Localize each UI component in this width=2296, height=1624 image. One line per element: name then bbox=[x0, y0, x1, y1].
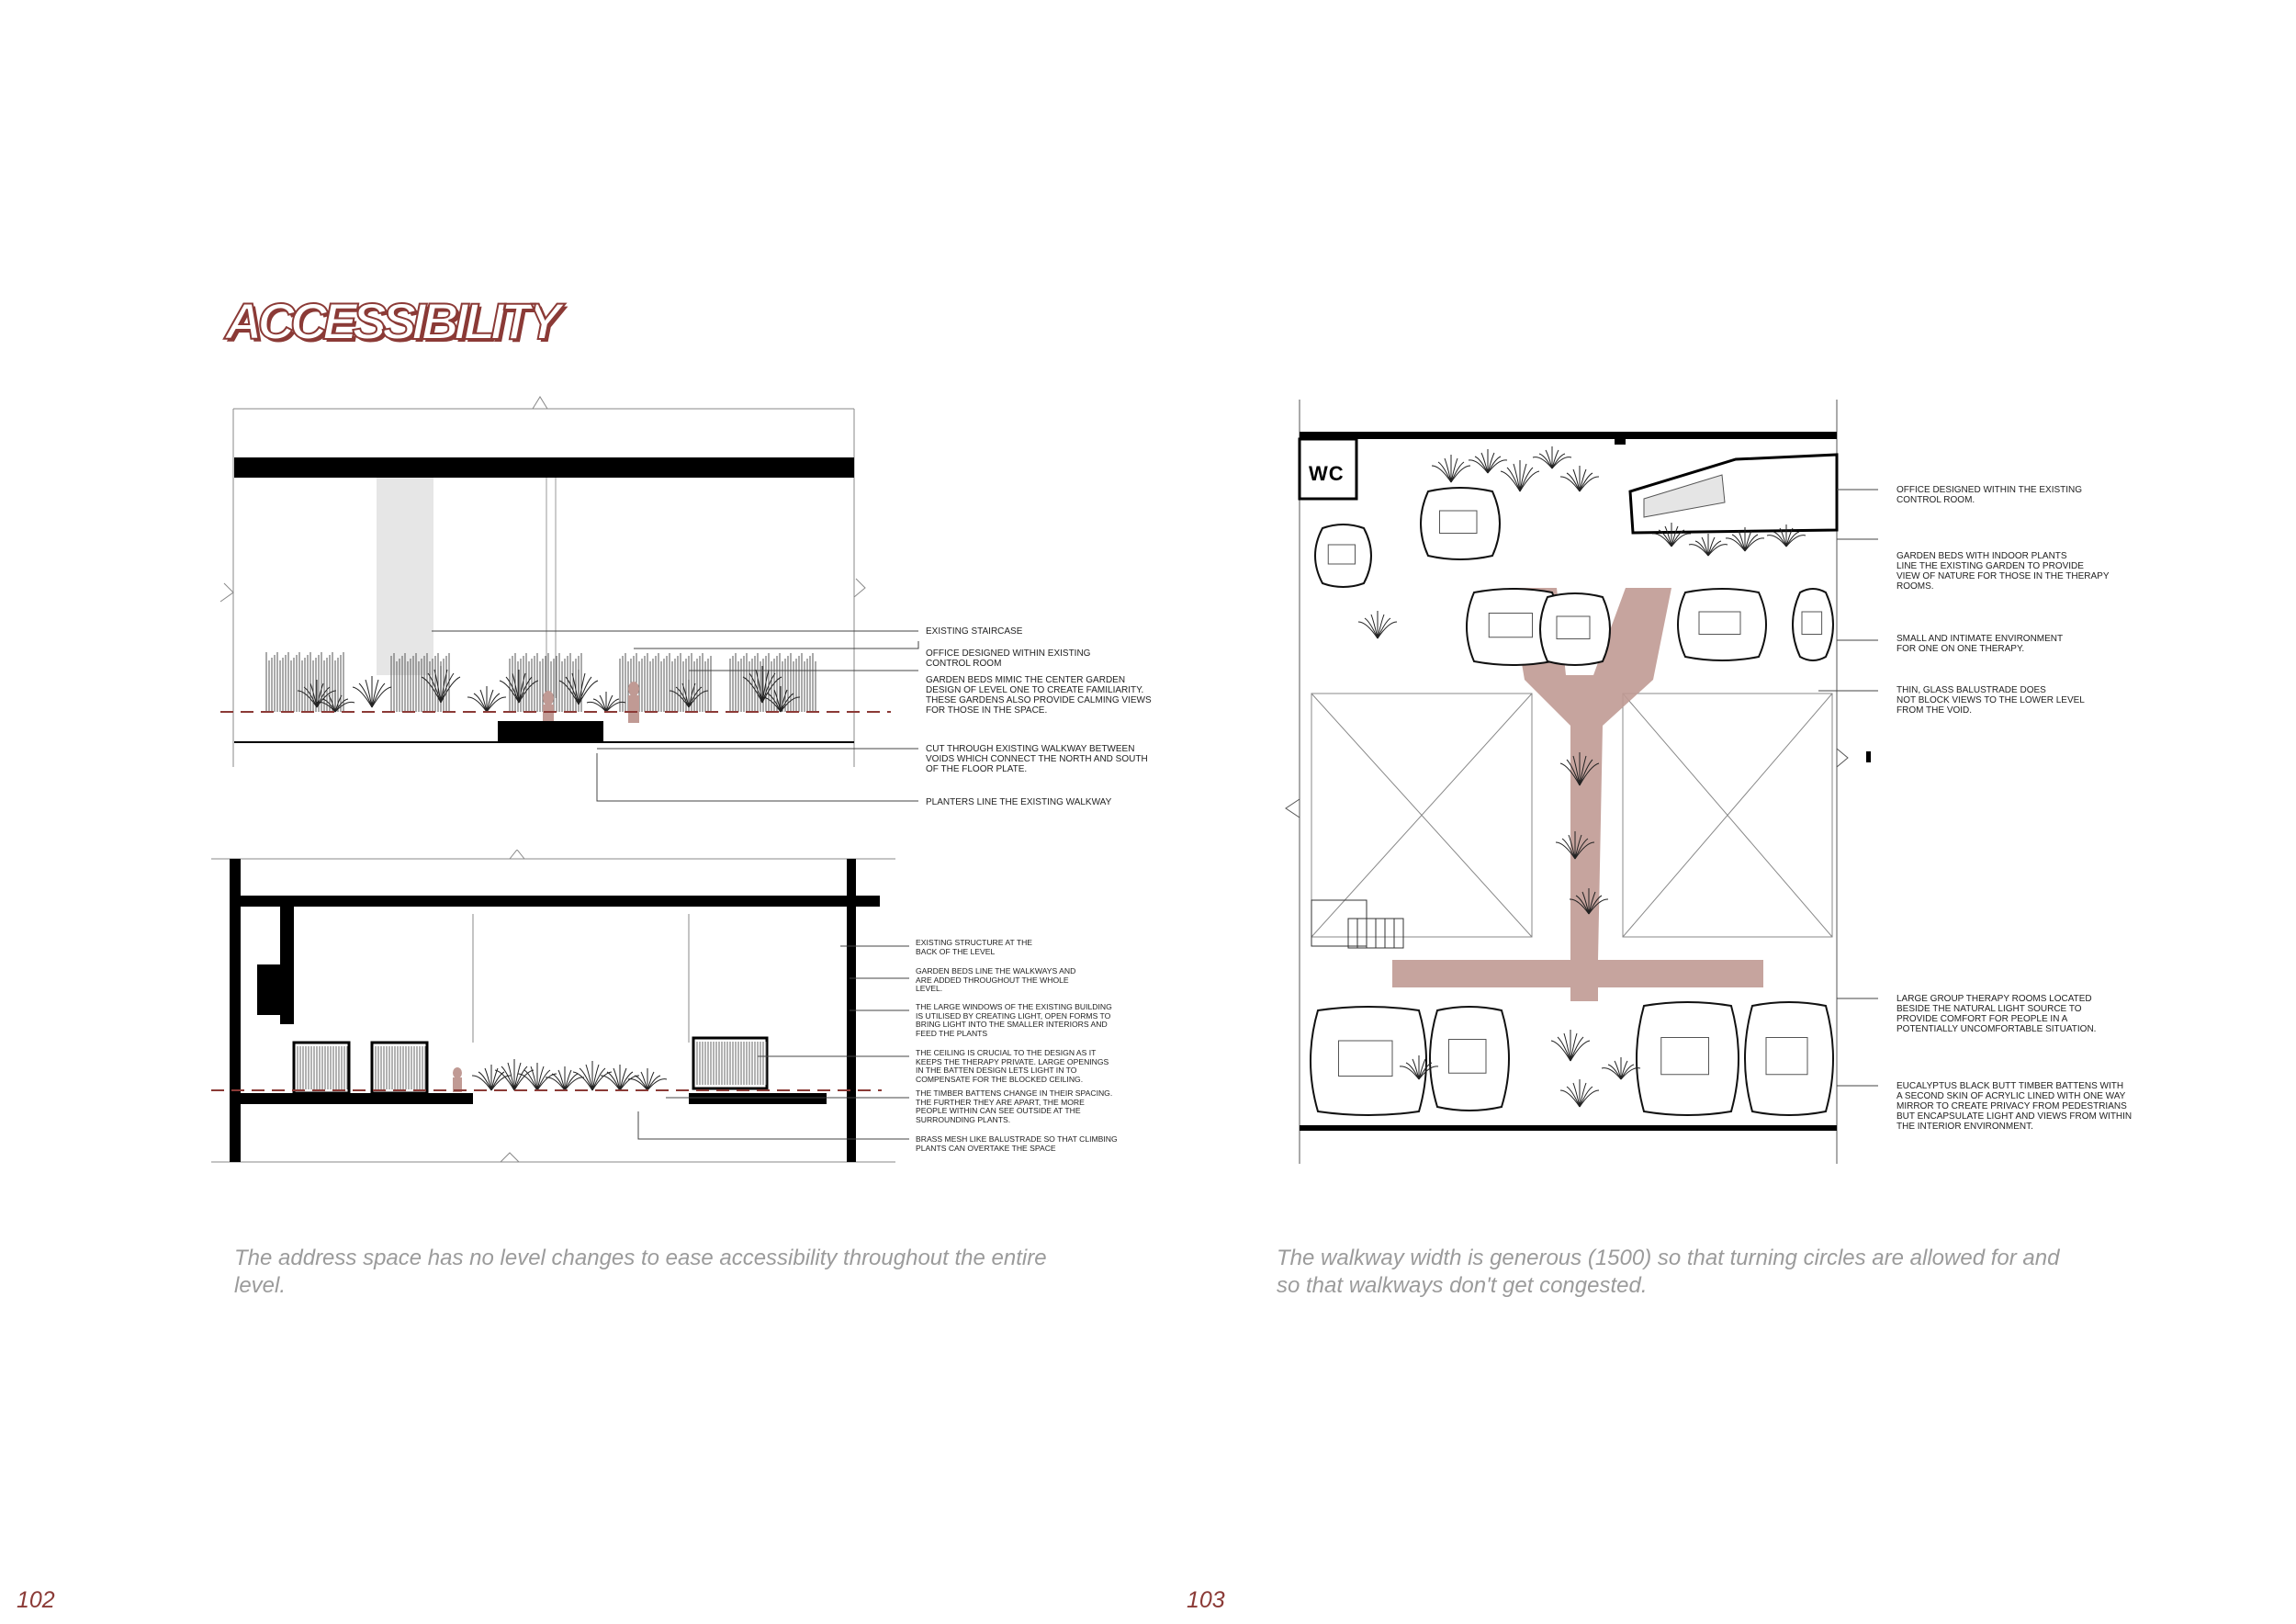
plant-icon bbox=[1399, 1055, 1439, 1080]
plant-icon bbox=[1559, 1079, 1600, 1108]
upper-label-cut-through-walkway: CUT THROUGH EXISTING WALKWAY BETWEEN VOI… bbox=[926, 744, 1148, 774]
plant-icon bbox=[572, 1061, 613, 1091]
plant-icon bbox=[1431, 455, 1471, 483]
right-page-number: 103 bbox=[1187, 1587, 1225, 1613]
plant-icon bbox=[1500, 460, 1540, 492]
left-caption: The address space has no level changes t… bbox=[234, 1246, 1047, 1298]
plant-icon bbox=[1651, 523, 1692, 547]
timber-batten-group bbox=[509, 653, 582, 712]
upper-section-drawing bbox=[219, 396, 919, 802]
plant-icon bbox=[558, 670, 599, 705]
upper-label-planters: PLANTERS LINE THE EXISTING WALKWAY bbox=[926, 797, 1112, 807]
plant-icon bbox=[1766, 524, 1806, 547]
therapy-room bbox=[1677, 588, 1767, 661]
plant-icon bbox=[1468, 449, 1508, 474]
plant-icon bbox=[742, 666, 782, 704]
therapy-room bbox=[1539, 592, 1611, 666]
upper-label-garden-beds: GARDEN BEDS MIMIC THE CENTER GARDEN DESI… bbox=[926, 675, 1152, 716]
plant-icon bbox=[545, 1066, 585, 1091]
plan-label-intimate-environment: SMALL AND INTIMATE ENVIRONMENT FOR ONE O… bbox=[1896, 634, 2064, 654]
plant-icon bbox=[352, 676, 392, 708]
plant-icon bbox=[1559, 466, 1600, 492]
therapy-pod bbox=[370, 1041, 429, 1095]
therapy-pod bbox=[692, 1036, 769, 1090]
plan-label-timber-battens: EUCALYPTUS BLACK BUTT TIMBER BATTENS WIT… bbox=[1896, 1081, 2133, 1132]
plant-icon bbox=[1555, 831, 1595, 860]
plant-icon bbox=[1357, 611, 1398, 639]
therapy-room bbox=[1314, 524, 1372, 588]
lower-label-existing-structure: EXISTING STRUCTURE AT THE BACK OF THE LE… bbox=[916, 938, 1033, 956]
plant-icon bbox=[297, 680, 337, 708]
lower-label-garden-beds: GARDEN BEDS LINE THE WALKWAYS AND ARE AD… bbox=[916, 966, 1076, 994]
therapy-room bbox=[1420, 487, 1501, 560]
plant-icon bbox=[1559, 752, 1600, 786]
therapy-room bbox=[1636, 1001, 1739, 1116]
timber-batten-group bbox=[265, 652, 344, 712]
plant-icon bbox=[1532, 446, 1572, 469]
therapy-room bbox=[1310, 1006, 1427, 1116]
lower-label-ceiling: THE CEILING IS CRUCIAL TO THE DESIGN AS … bbox=[916, 1048, 1109, 1084]
wc-label: WC bbox=[1309, 462, 1345, 485]
plant-icon bbox=[467, 686, 507, 713]
page-title: ACCESSIBILITY bbox=[224, 292, 562, 350]
plan-label-office: OFFICE DESIGNED WITHIN THE EXISTING CONT… bbox=[1896, 485, 2083, 505]
plant-icon bbox=[499, 670, 539, 704]
plant-icon bbox=[421, 666, 461, 704]
upper-label-existing-staircase: EXISTING STAIRCASE bbox=[926, 626, 1023, 637]
plan-label-group-therapy: LARGE GROUP THERAPY ROOMS LOCATED BESIDE… bbox=[1896, 994, 2097, 1034]
plant-icon bbox=[315, 692, 355, 713]
therapy-room bbox=[1792, 588, 1834, 661]
plant-icon bbox=[1569, 888, 1609, 915]
plan-label-glass-balustrade: THIN, GLASS BALUSTRADE DOES NOT BLOCK VI… bbox=[1896, 685, 2085, 716]
therapy-pod bbox=[292, 1041, 351, 1095]
plant-icon bbox=[471, 1065, 512, 1091]
plant-icon bbox=[600, 1065, 640, 1091]
plant-icon bbox=[586, 692, 626, 713]
plant-icon bbox=[669, 680, 709, 708]
plant-icon bbox=[1550, 1030, 1591, 1062]
plan-label-garden-beds: GARDEN BEDS WITH INDOOR PLANTS LINE THE … bbox=[1896, 551, 2110, 592]
lower-label-brass-mesh: BRASS MESH LIKE BALUSTRADE SO THAT CLIMB… bbox=[916, 1134, 1118, 1153]
right-caption: The walkway width is generous (1500) so … bbox=[1277, 1246, 2060, 1298]
plant-icon bbox=[517, 1063, 557, 1091]
plant-icon bbox=[760, 686, 801, 713]
timber-batten-group bbox=[729, 653, 816, 712]
timber-batten-group bbox=[619, 653, 712, 712]
plant-icon bbox=[1688, 534, 1728, 557]
plant-icon bbox=[1725, 527, 1765, 552]
therapy-room bbox=[1744, 1001, 1834, 1116]
therapy-room bbox=[1429, 1006, 1510, 1111]
upper-label-office-control-room: OFFICE DESIGNED WITHIN EXISTING CONTROL … bbox=[926, 648, 1091, 669]
lower-section-drawing bbox=[211, 850, 909, 1163]
plant-icon bbox=[1601, 1057, 1641, 1080]
lower-label-large-windows: THE LARGE WINDOWS OF THE EXISTING BUILDI… bbox=[916, 1002, 1112, 1038]
plant-icon bbox=[627, 1068, 668, 1091]
lower-label-timber-battens: THE TIMBER BATTENS CHANGE IN THEIR SPACI… bbox=[916, 1088, 1113, 1124]
floor-plan-drawing bbox=[1285, 400, 1878, 1164]
left-page-number: 102 bbox=[17, 1587, 55, 1613]
